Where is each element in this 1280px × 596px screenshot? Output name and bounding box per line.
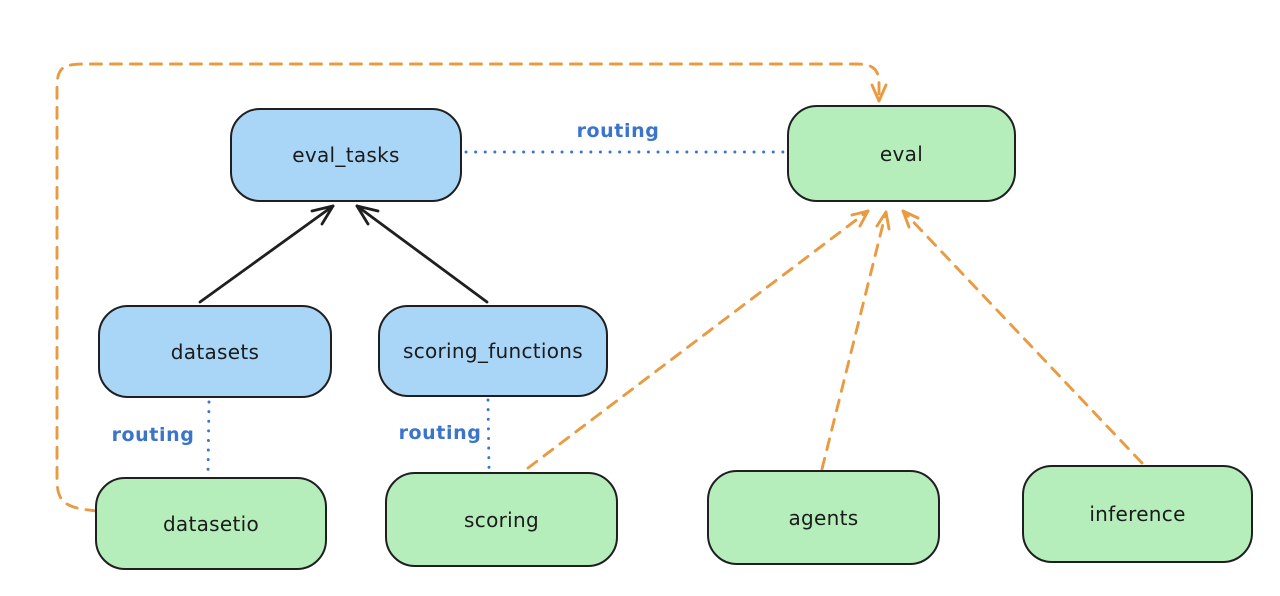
arrowhead-agents-to-eval [875,210,891,231]
arrowhead-datasetio-to-eval [870,83,888,103]
node-scoring: scoring [385,472,618,567]
node-datasets-label: datasets [170,339,260,364]
edge-scoring-functions-to-eval-tasks [355,204,489,304]
node-scoring-functions-label: scoring_functions [402,339,584,363]
arrowhead-scoring-to-eval [850,209,870,228]
node-agents: agents [707,470,940,565]
edge-label-routing-top: routing [576,120,660,142]
node-datasets: datasets [98,305,332,398]
edge-agents-to-eval [820,210,888,471]
edge-datasets-to-eval-tasks [198,204,335,304]
arrowhead-datasets-to-eval-tasks [310,204,335,226]
edge-datasetio-to-eval-loop [55,62,881,513]
node-eval-label: eval [879,141,924,166]
edge-label-routing-scoring: routing [398,422,482,444]
node-datasetio-label: datasetio [162,511,260,536]
node-inference: inference [1022,465,1253,563]
edge-scoring-to-eval [526,209,870,470]
edge-routing-datasets-to-datasetio [206,400,211,474]
node-datasetio: datasetio [95,477,327,570]
node-scoring-functions: scoring_functions [378,305,608,397]
edge-routing-scoring-functions-to-scoring [486,398,491,470]
node-eval-tasks: eval_tasks [230,108,462,202]
edge-inference-to-eval [901,209,1144,465]
node-scoring-label: scoring [464,507,539,532]
edge-label-routing-datasets: routing [111,424,195,446]
node-eval: eval [787,105,1016,202]
node-agents-label: agents [788,505,859,530]
node-inference-label: inference [1089,502,1186,526]
arrowhead-scoring-functions-to-eval-tasks [355,204,380,226]
arrowhead-inference-to-eval [901,209,920,229]
node-eval-tasks-label: eval_tasks [292,143,400,167]
